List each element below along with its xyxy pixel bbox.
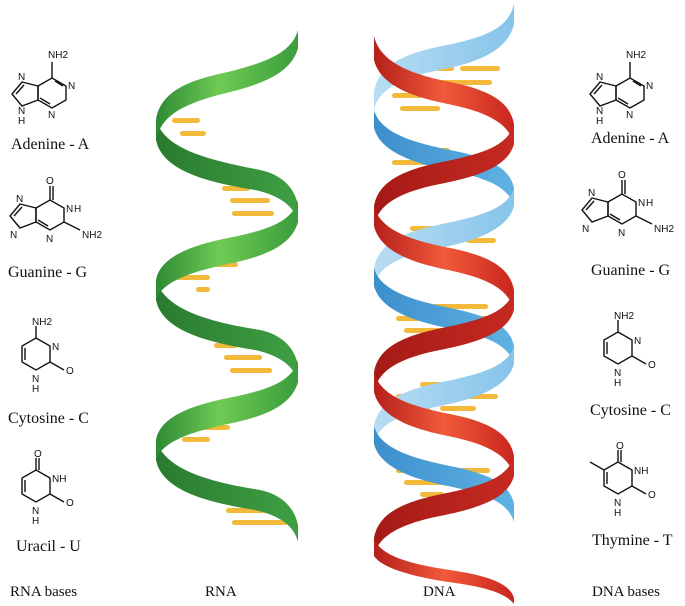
n-label: N [614, 498, 621, 509]
rna-cytosine-name: Cytosine - C [8, 410, 89, 427]
n-label: N [596, 106, 603, 117]
dna-bases-heading: DNA bases [592, 584, 660, 600]
n-label: N [52, 342, 59, 353]
nh-label: NH [52, 474, 66, 485]
dna-thymine-structure: O NH N H O [589, 441, 656, 519]
nh-label: N [614, 368, 621, 379]
n-label: N [588, 188, 595, 199]
n-label: N [18, 72, 25, 83]
n-label: N [646, 81, 653, 92]
dna-guanine-name: Guanine - G [591, 262, 671, 279]
dna-cytosine-name: Cytosine - C [590, 402, 671, 419]
rna-label: RNA [205, 584, 237, 600]
nh2-label: NH2 [614, 311, 634, 322]
n-label: N [596, 72, 603, 83]
h-label: H [614, 508, 621, 519]
rna-cytosine-structure: NH2 N N H O [21, 317, 74, 395]
nh2-label: NH2 [48, 50, 68, 61]
dna-thymine-name: Thymine - T [592, 532, 673, 549]
rna-strand [156, 30, 298, 542]
n-label: N [16, 194, 23, 205]
nh2-label: NH2 [626, 50, 646, 61]
nh2-label: NH2 [82, 230, 102, 241]
dna-adenine-structure: NH2 N N N N H [589, 50, 653, 127]
dna-strand-blue [374, 4, 514, 522]
rna-adenine-structure: NH2 N N N N H [11, 50, 75, 127]
o-label: O [66, 366, 74, 377]
dna-label: DNA [423, 584, 456, 600]
nh2-label: NH2 [32, 317, 52, 328]
n-label: N [32, 506, 39, 517]
o-label: O [616, 441, 624, 452]
rna-uracil-structure: O NH N H O [21, 449, 74, 527]
o-label: O [648, 360, 656, 371]
dna-strand-red [374, 36, 514, 604]
nh-label: N [32, 374, 39, 385]
dna-adenine-name: Adenine - A [591, 130, 670, 147]
h-label: H [18, 116, 25, 127]
h-label: H [646, 198, 653, 209]
dna-guanine-structure: O N H NH2 N N N [581, 170, 674, 239]
h-label: H [32, 384, 39, 395]
o-label: O [46, 176, 54, 187]
rna-adenine-name: Adenine - A [11, 136, 90, 153]
rna-guanine-structure: O N H NH2 N N N [9, 176, 102, 245]
h-label: H [32, 516, 39, 527]
h-label: H [596, 116, 603, 127]
o-label: O [34, 449, 42, 460]
rna-uracil-name: Uracil - U [16, 538, 81, 555]
n-label: N [618, 228, 625, 239]
n-label: N [48, 110, 55, 121]
n-label: N [68, 81, 75, 92]
rna-bases-heading: RNA bases [10, 584, 78, 600]
nh2-label: NH2 [654, 224, 674, 235]
dna-cytosine-structure: NH2 N N H O [603, 311, 656, 389]
n-label: N [634, 336, 641, 347]
n-label: N [46, 234, 53, 245]
o-label: O [648, 490, 656, 501]
o-label: O [66, 498, 74, 509]
h-label: H [614, 378, 621, 389]
rna-guanine-name: Guanine - G [8, 264, 88, 281]
n-label: N [582, 224, 589, 235]
nh-label: N [66, 204, 73, 215]
nh-label: N [638, 198, 645, 209]
n-label: N [10, 230, 17, 241]
o-label: O [618, 170, 626, 181]
nh-label: NH [634, 466, 648, 477]
n-label: N [18, 106, 25, 117]
h-label: H [74, 204, 81, 215]
n-label: N [626, 110, 633, 121]
